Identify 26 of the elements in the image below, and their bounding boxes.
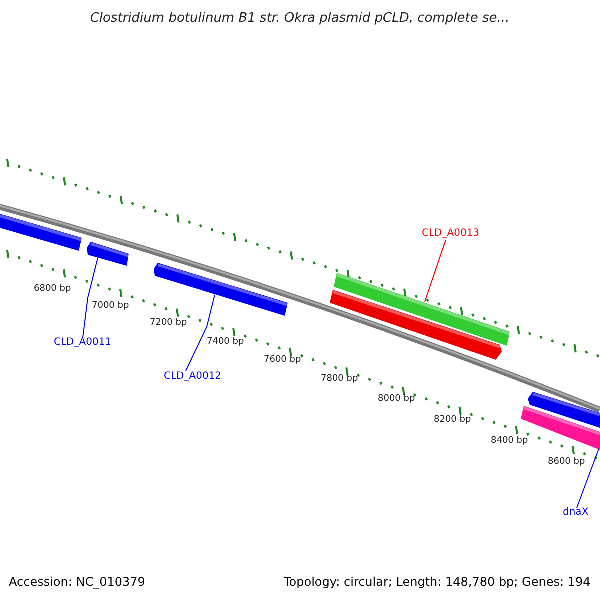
- footer-text: Accession: NC_010379: [9, 575, 146, 589]
- gene-feature-block: [87, 242, 129, 266]
- gene-bar: [0, 214, 82, 251]
- tick-label: 7600 bp: [264, 355, 302, 365]
- leader-line: [186, 294, 216, 372]
- gene-label: CLD_A0012: [164, 371, 222, 382]
- tick-label: 8400 bp: [491, 436, 528, 446]
- gene-label: CLD_A0013: [422, 228, 480, 239]
- gene-label: CLD_A0011: [54, 337, 112, 348]
- leader-line: [424, 240, 446, 302]
- map-title: Clostridium botulinum B1 str. Okra plasmid pCLD, complete se...: [90, 11, 510, 26]
- tick-label: 7000 bp: [92, 301, 130, 311]
- tick-label: 8200 bp: [434, 415, 472, 425]
- leader-line: [82, 258, 98, 338]
- tick-label: 6800 bp: [34, 284, 72, 294]
- footer-text: Topology: circular; Length: 148,780 bp; Genes: 194: [284, 575, 591, 589]
- tick-label: 7800 bp: [321, 374, 358, 384]
- gene-feature-block: [154, 263, 288, 316]
- gene-feature-block: [330, 290, 502, 360]
- tick-label: 7400 bp: [207, 337, 244, 347]
- tick-label: 8000 bp: [378, 394, 416, 404]
- gene-bar: [334, 273, 510, 346]
- gene-label: dnaX: [563, 507, 589, 518]
- tick-label: 8600 bp: [548, 457, 586, 467]
- leader-line: [576, 448, 600, 508]
- gene-feature-block: [528, 392, 600, 428]
